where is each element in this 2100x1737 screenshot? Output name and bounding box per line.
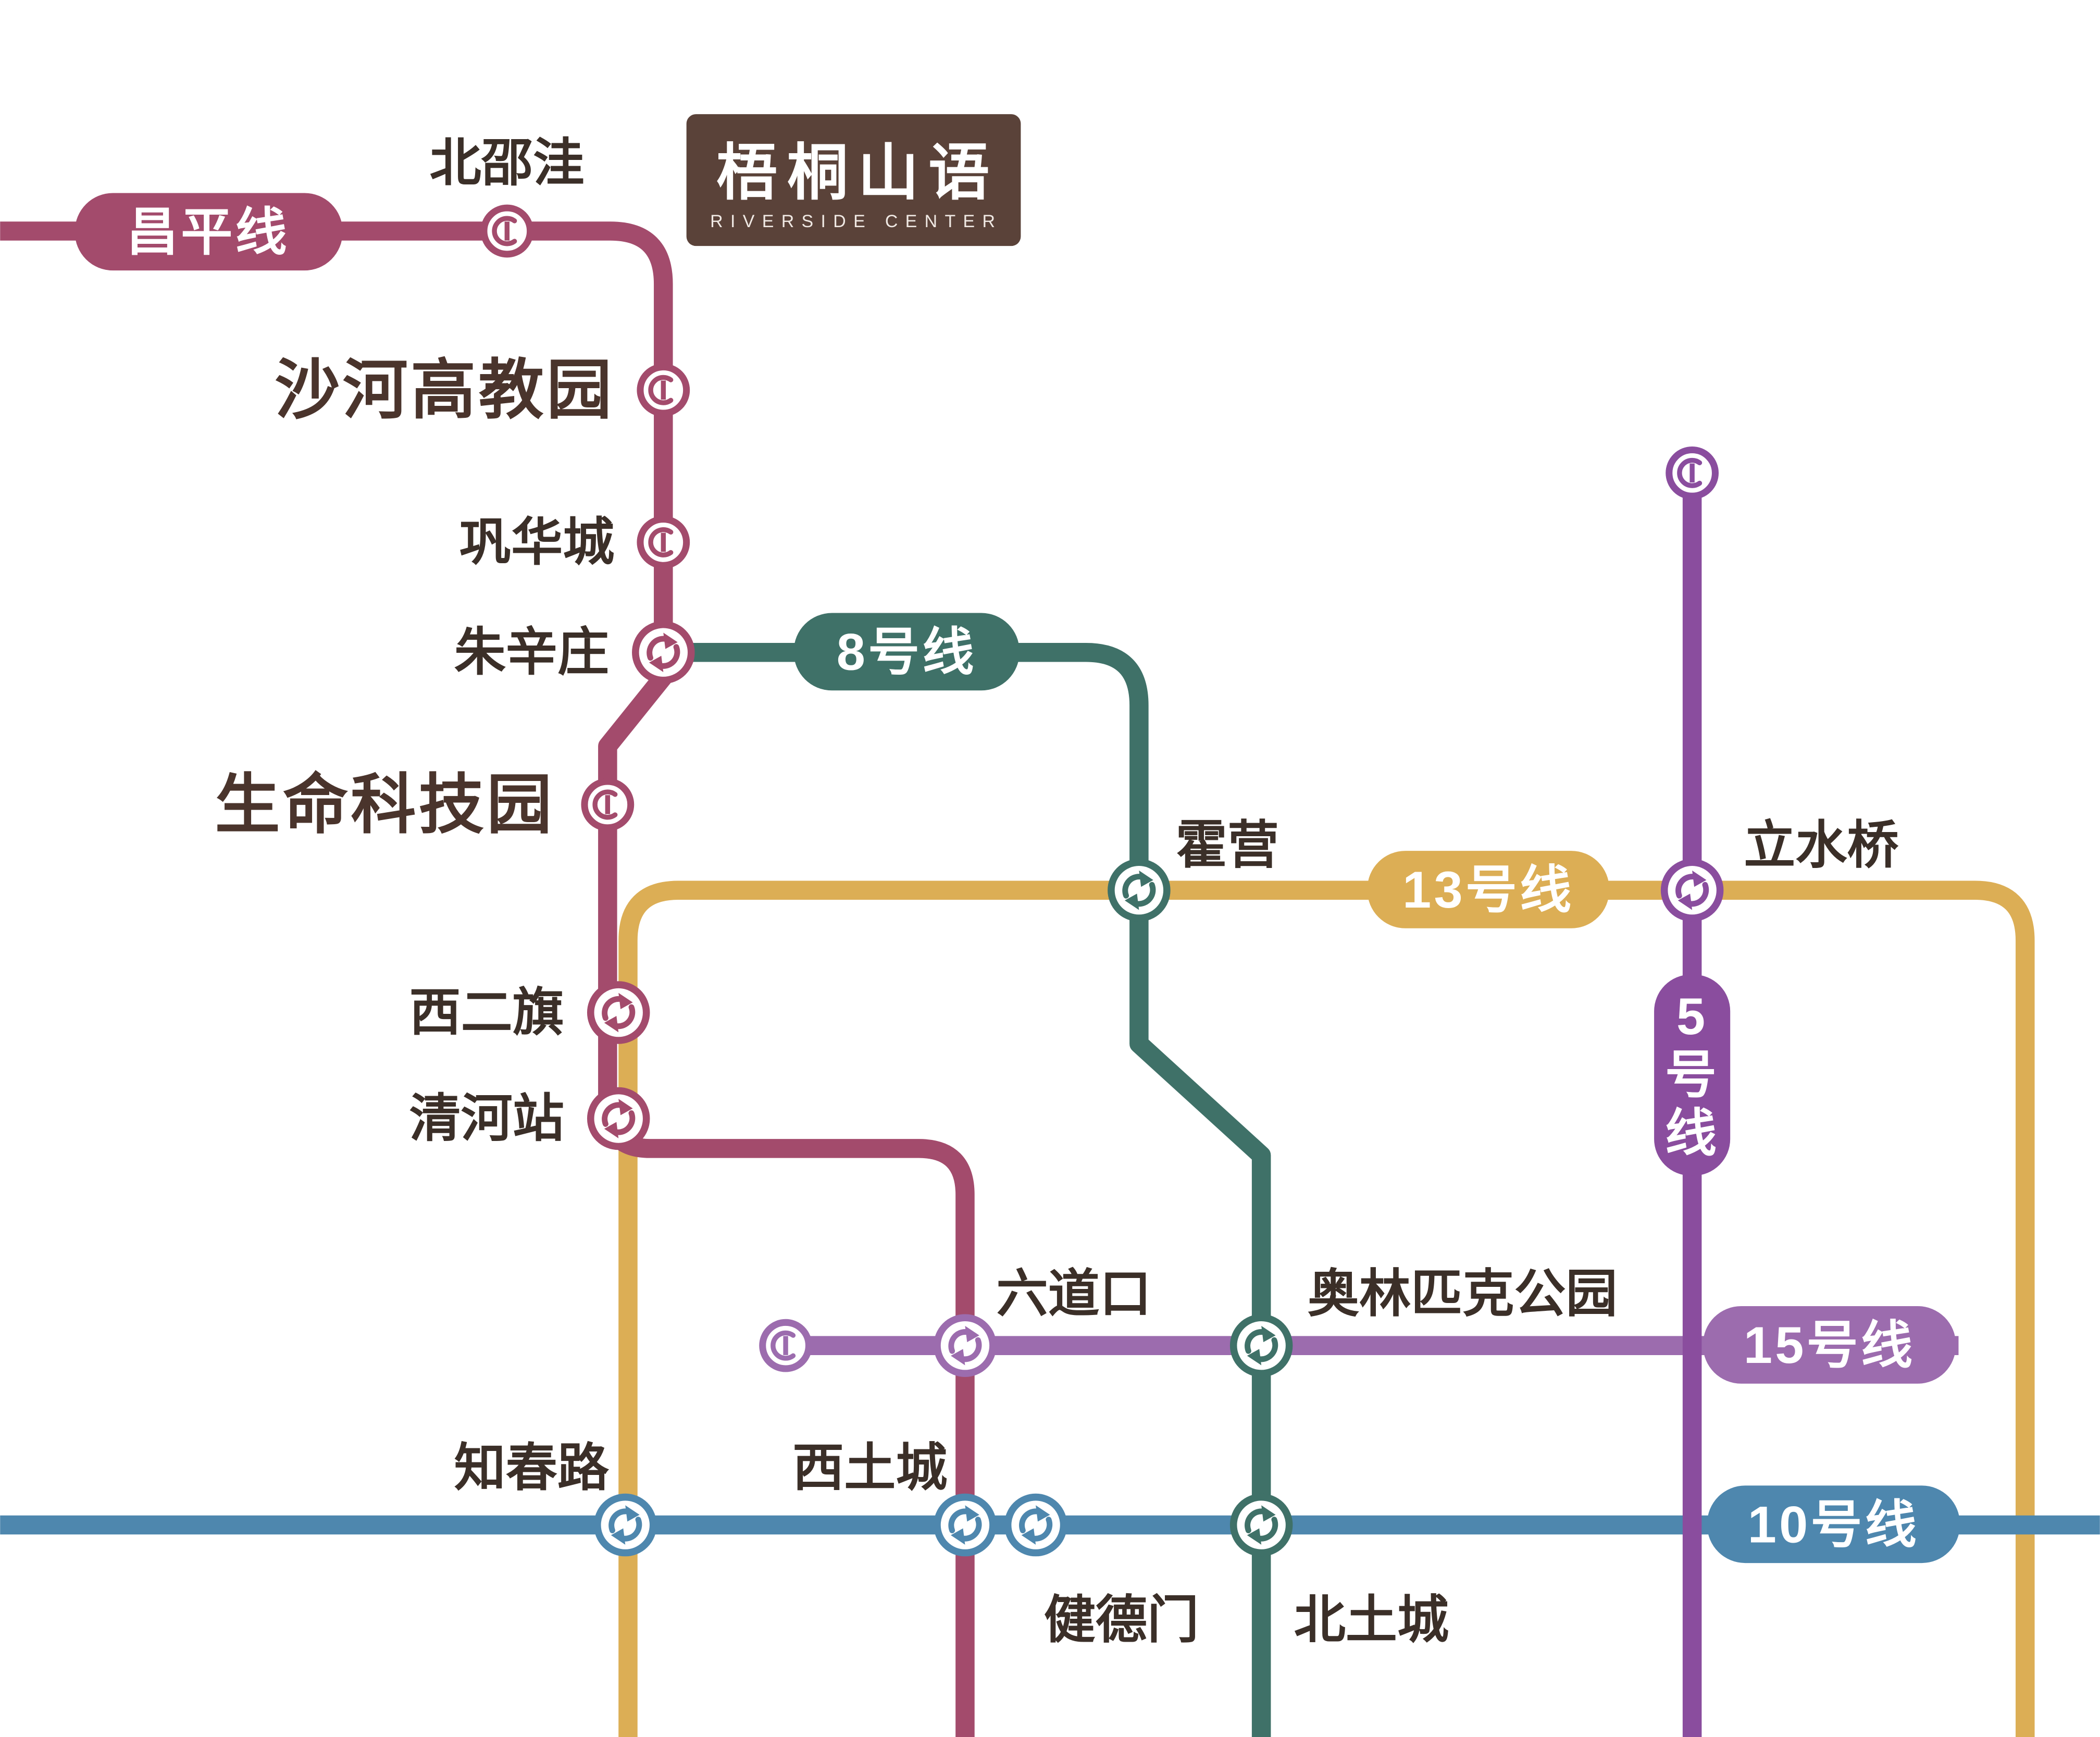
- station-zhuxinzhuang-marker: [632, 621, 695, 684]
- station-ring: [1229, 1493, 1293, 1557]
- station-label-qinghe: 清河站: [409, 1090, 564, 1148]
- project-card: 梧桐山语 RIVERSIDE CENTER: [686, 114, 1021, 246]
- badge-bg: [793, 613, 1020, 691]
- line-badge-char: 号: [1665, 1046, 1719, 1104]
- station-beishaowa-marker: [480, 204, 534, 258]
- station-xierqi-marker: [587, 981, 650, 1044]
- station-ring: [1229, 1314, 1293, 1377]
- station-shahe-gaojiaoyuan-marker: [637, 363, 690, 417]
- line13-path: [618, 880, 2035, 1737]
- station-lishuiqiao-marker: [1660, 859, 1724, 922]
- badge-bg: [1367, 851, 1610, 928]
- station-gonghuacheng-marker: [637, 516, 690, 569]
- line-badge-label: 15号线: [1744, 1317, 1915, 1374]
- station-label-huoying: 霍营: [1176, 816, 1279, 874]
- line5-terminal-marker: [1666, 446, 1719, 500]
- badge-bg: [1707, 1485, 1960, 1564]
- line-badge-line10: 10号线: [1707, 1485, 1960, 1564]
- project-subtitle: RIVERSIDE CENTER: [710, 212, 1002, 231]
- station-label-beitucheng: 北土城: [1294, 1591, 1449, 1649]
- line-badge-label: 8号线: [837, 624, 977, 681]
- line-badge-label: 13号线: [1402, 861, 1574, 919]
- project-name: 梧桐山语: [716, 139, 999, 207]
- station-label-zhichunlu: 知春路: [454, 1439, 610, 1497]
- station-ring: [587, 1087, 650, 1150]
- station-ring: [1108, 859, 1171, 922]
- station-label-shahe-gaojiaoyuan: 沙河高教园: [275, 354, 614, 427]
- line-badge-changping: 昌平线: [74, 193, 343, 271]
- project-card-bg: [686, 114, 1021, 246]
- station-label-gonghuacheng: 巩华城: [459, 513, 614, 571]
- station-xitucheng-marker: [934, 1493, 997, 1557]
- line15-terminal-marker: [759, 1319, 812, 1372]
- line-badge-line8: 8号线: [793, 613, 1020, 691]
- station-label-beishaowa: 北邵洼: [430, 134, 585, 192]
- station-beitucheng-marker: [1229, 1493, 1293, 1557]
- badge-bg: [1654, 974, 1731, 1176]
- station-huoying-marker: [1108, 859, 1171, 922]
- line-badge-line15: 15号线: [1703, 1306, 1956, 1384]
- station-ring: [593, 1493, 657, 1557]
- badge-bg: [1703, 1306, 1956, 1384]
- station-ring: [934, 1493, 997, 1557]
- station-ring: [587, 981, 650, 1044]
- station-ring: [1004, 1493, 1067, 1557]
- station-label-xitucheng: 西土城: [792, 1439, 947, 1497]
- station-ring: [934, 1314, 997, 1377]
- line-badge-label: 10号线: [1748, 1496, 1919, 1554]
- station-olympic-park-marker: [1229, 1314, 1293, 1377]
- station-label-zhuxinzhuang: 朱辛庄: [454, 624, 609, 681]
- line-badge-line5: 5 号 线: [1654, 974, 1731, 1176]
- station-ring: [632, 621, 695, 684]
- station-label-liudaokou: 六道口: [996, 1265, 1151, 1323]
- station-zhichunlu-marker: [593, 1493, 657, 1557]
- station-label-xierqi: 西二旗: [409, 984, 564, 1041]
- station-ring: [1660, 859, 1724, 922]
- station-label-lishuiqiao: 立水桥: [1744, 816, 1898, 874]
- station-label-jiandemen: 健德门: [1044, 1591, 1199, 1649]
- station-label-olympic-park: 奥林匹克公园: [1308, 1265, 1618, 1323]
- line8-path: [679, 642, 1271, 1737]
- station-label-shengming-kejiyuan: 生命科技园: [215, 768, 554, 841]
- station-qinghe-marker: [587, 1087, 650, 1150]
- station-shengming-kejiyuan-marker: [581, 778, 635, 832]
- station-jiandemen-marker: [1004, 1493, 1067, 1557]
- line-badge-line13: 13号线: [1367, 851, 1610, 928]
- line-badge-char: 5: [1676, 988, 1708, 1046]
- station-liudaokou-marker: [934, 1314, 997, 1377]
- line-badge-label: 昌平线: [127, 204, 290, 262]
- line-badge-char: 线: [1665, 1105, 1719, 1162]
- badge-bg: [74, 193, 343, 271]
